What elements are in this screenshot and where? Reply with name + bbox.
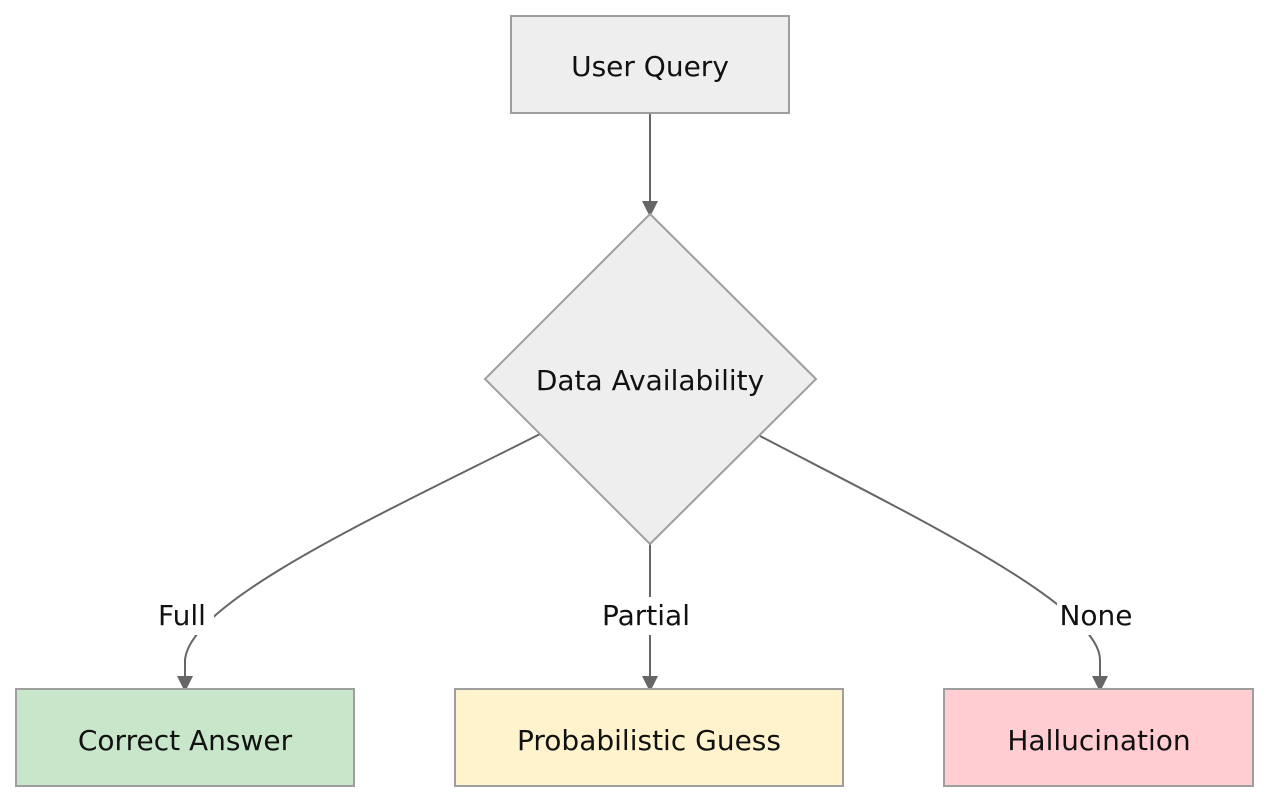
user-query-box [510, 15, 790, 114]
correct-answer-label: Correct Answer [78, 724, 293, 757]
probabilistic-guess-label: Probabilistic Guess [517, 724, 781, 757]
data-availability-diamond [483, 212, 818, 546]
edge-label-full-bg [150, 597, 214, 635]
node-data-availability[interactable]: Data Availability [483, 212, 818, 546]
user-query-label: User Query [571, 50, 729, 83]
edge-full [177, 433, 541, 692]
edge-label-partial: Partial [602, 599, 690, 632]
edge-none [759, 435, 1108, 692]
edge-label-full: Full [158, 599, 206, 632]
nodes: User Query Data Availability Correct Ans… [15, 15, 1254, 787]
edge-labels: Full Partial None [150, 597, 1135, 635]
node-user-query[interactable]: User Query [510, 15, 790, 114]
edge-label-none: None [1059, 599, 1132, 632]
probabilistic-guess-box [454, 688, 844, 787]
hallucination-label: Hallucination [1007, 724, 1190, 757]
correct-answer-box [15, 688, 355, 787]
node-hallucination[interactable]: Hallucination [943, 688, 1254, 787]
node-correct-answer[interactable]: Correct Answer [15, 688, 355, 787]
hallucination-box [943, 688, 1254, 787]
data-availability-label: Data Availability [536, 364, 764, 397]
edge-label-partial-bg [596, 597, 696, 635]
edge-label-none-bg [1057, 597, 1135, 635]
node-probabilistic-guess[interactable]: Probabilistic Guess [454, 688, 844, 787]
